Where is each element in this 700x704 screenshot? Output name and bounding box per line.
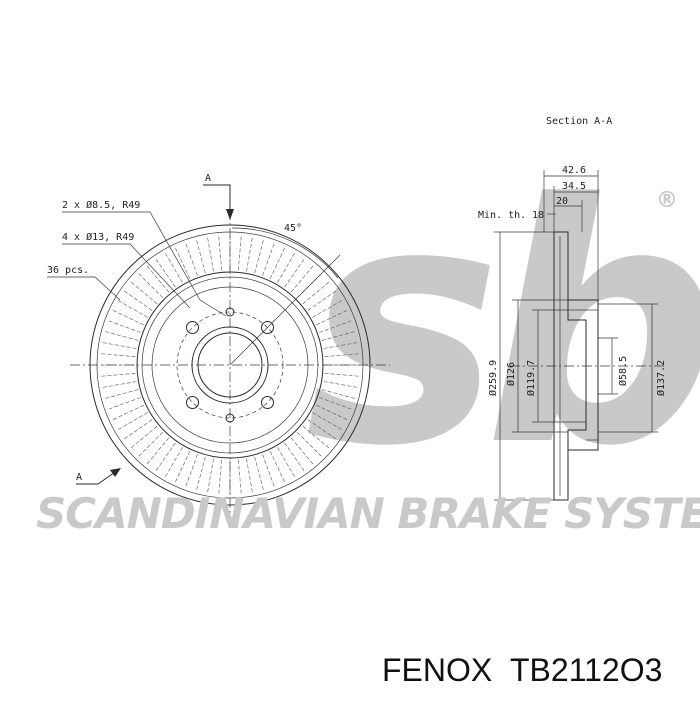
section-marker-bottom-line: [76, 469, 119, 485]
vane-line: [262, 241, 276, 276]
vane-line: [129, 280, 158, 305]
vane-line: [122, 289, 153, 311]
vane-line: [315, 309, 349, 326]
vane-line: [238, 234, 242, 271]
vane-line: [184, 454, 198, 489]
vane-line: [103, 389, 139, 400]
vane-line: [145, 437, 170, 466]
vane-line: [174, 450, 191, 484]
vane-line: [116, 412, 148, 431]
bolt-hole-large: [186, 321, 199, 334]
caption-part-number: TB2112O3: [510, 652, 662, 688]
vane-line: [99, 373, 136, 377]
vane-line: [195, 456, 206, 492]
section-profile-hat: [568, 299, 599, 451]
registered-mark: ®: [656, 188, 678, 213]
vane-line: [137, 272, 164, 299]
min-thickness-value: 18: [532, 210, 544, 221]
dim-total-width-label: 42.6: [562, 165, 586, 176]
dim-outer-diameter-label: Ø259.9: [487, 360, 499, 396]
angle-label: 45°: [284, 223, 302, 234]
min-thickness-label: Min. th.: [478, 210, 526, 221]
vane-line: [269, 450, 286, 484]
vane-line: [99, 353, 136, 357]
section-view: Section A-A 42.6 34.5 20 Min. th. 18 Ø25…: [478, 116, 667, 501]
sbs-slogan: SCANDINAVIAN BRAKE SYSTEMS: [36, 489, 700, 538]
label-large-holes: 4 x Ø13, R49: [62, 231, 134, 243]
section-arrow-bottom: [110, 468, 121, 477]
bolt-hole-large: [261, 321, 274, 334]
vane-line: [154, 257, 176, 288]
dim-disc-label: 20: [556, 196, 568, 207]
leader-vanes: [47, 276, 121, 301]
vane-line: [145, 264, 170, 293]
vane-line: [103, 330, 139, 341]
vane-line: [254, 456, 265, 492]
vane-line: [207, 235, 214, 272]
vane-line: [106, 397, 141, 411]
label-vanes: 36 pcs.: [47, 265, 89, 276]
vane-line: [129, 425, 158, 450]
vane-line: [246, 235, 253, 272]
vane-line: [269, 246, 286, 280]
vane-line: [262, 454, 276, 489]
front-view: A A 45° 2 x Ø8.5, R49 4 x Ø13, R49 36 pc…: [47, 173, 390, 520]
dim-hat-width-label: 34.5: [562, 181, 586, 192]
section-marker-top-label: A: [205, 173, 211, 184]
dim-center-bore-label: Ø58.5: [617, 356, 629, 386]
vane-line: [238, 459, 242, 496]
vane-line: [195, 238, 206, 274]
vane-line: [184, 241, 198, 276]
vane-line: [324, 373, 361, 377]
bolt-hole-large: [186, 396, 199, 409]
dim-friction-inner-label: Ø126: [505, 362, 517, 386]
vane-line: [116, 299, 148, 318]
vane-line: [100, 381, 137, 388]
vane-line: [284, 257, 306, 288]
section-marker-top-line: [203, 184, 231, 215]
sbs-watermark-logo: sbs ®: [305, 134, 700, 518]
vane-line: [218, 234, 222, 271]
vane-line: [315, 404, 349, 421]
leader-small-holes: [62, 211, 227, 317]
vane-line: [111, 404, 145, 421]
vane-line: [284, 442, 306, 473]
vane-line: [324, 353, 361, 357]
vane-line: [254, 238, 265, 274]
leader-large-holes: [62, 243, 191, 309]
section-marker-bottom-label: A: [76, 472, 82, 483]
vane-line: [164, 447, 183, 479]
vane-line: [218, 459, 222, 496]
angle-ray: [229, 254, 341, 366]
bolt-hole-large: [261, 396, 274, 409]
vane-line: [277, 447, 296, 479]
label-small-holes: 2 x Ø8.5, R49: [62, 199, 140, 211]
vane-line: [106, 319, 141, 333]
vane-line: [111, 309, 145, 326]
dim-hat-right-label: Ø137.2: [655, 360, 667, 396]
vane-line: [174, 246, 191, 280]
section-profile-outer: [553, 231, 587, 501]
vane-line: [154, 442, 176, 473]
section-title: Section A-A: [546, 116, 612, 127]
vane-line: [277, 251, 296, 283]
vane-line: [164, 251, 183, 283]
vane-line: [122, 419, 153, 441]
caption-brand: FENOX: [382, 652, 492, 688]
angle-arc: [231, 227, 339, 279]
sbs-logo-text: sbs: [305, 134, 700, 518]
section-arrow-top: [226, 209, 234, 220]
vane-line: [137, 431, 164, 458]
vane-line: [100, 342, 137, 349]
bolt-holes: [186, 307, 274, 423]
dim-hat-outer-label: Ø119.7: [525, 360, 537, 396]
